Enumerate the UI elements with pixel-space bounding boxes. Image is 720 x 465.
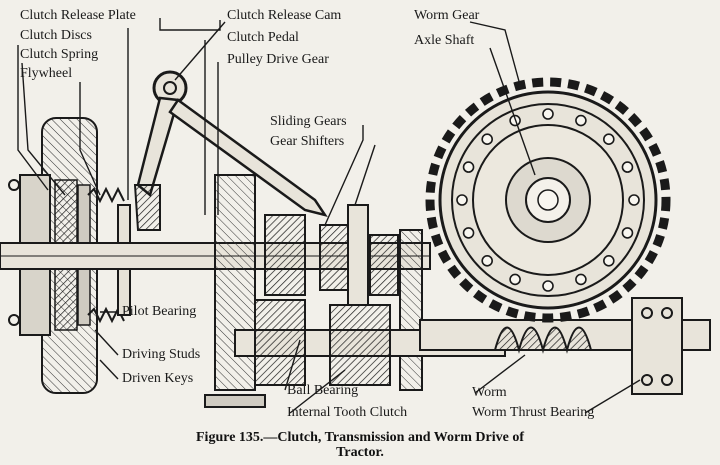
label-pilot-bearing: Pilot Bearing [122,304,197,319]
worm-gear-part [425,77,671,323]
label-clutch-release-cam: Clutch Release Cam [227,8,342,23]
bolt-hole [575,273,587,286]
label-driving-studs: Driving Studs [122,347,201,362]
label-clutch-discs: Clutch Discs [20,28,92,43]
caption-line-2: Tractor. [336,445,384,460]
label-pulley-drive-gear: Pulley Drive Gear [227,52,329,67]
bolt-hole [603,133,615,145]
figure-caption: Figure 135.—Clutch, Transmission and Wor… [0,430,720,460]
leader-lines [17,18,641,414]
bolt-hole [621,227,634,239]
sliding-gears-part [264,204,399,306]
label-sliding-gears: Sliding Gears [270,114,347,129]
bolt-hole [462,227,475,239]
label-clutch-release-plate: Clutch Release Plate [20,8,136,23]
label-worm: Worm [472,385,507,400]
label-internal-tooth-clutch: Internal Tooth Clutch [287,405,408,420]
bolt-hole [575,114,587,127]
label-worm-gear: Worm Gear [414,8,480,23]
label-driven-keys: Driven Keys [122,371,194,386]
label-clutch-spring: Clutch Spring [20,47,99,62]
label-axle-shaft: Axle Shaft [414,33,475,48]
label-ball-bearing: Ball Bearing [287,383,359,398]
bolt-hole [542,280,554,292]
bolt-hole [462,161,475,173]
bolt-hole [621,161,634,173]
bolt-hole [603,255,615,267]
bolt-hole [542,108,554,120]
label-flywheel: Flywheel [20,66,73,81]
bolt-hole [481,133,493,145]
bolt-hole [628,194,640,206]
label-gear-shifters: Gear Shifters [270,134,345,149]
bolt-hole [456,194,468,206]
bolt-hole [481,255,493,267]
clutch-pedal-part [133,70,328,231]
label-clutch-pedal: Clutch Pedal [227,30,299,45]
caption-line-1: Figure 135.—Clutch, Transmission and Wor… [196,430,524,445]
label-worm-thrust-bearing: Worm Thrust Bearing [472,405,595,420]
bolt-hole [509,273,521,286]
